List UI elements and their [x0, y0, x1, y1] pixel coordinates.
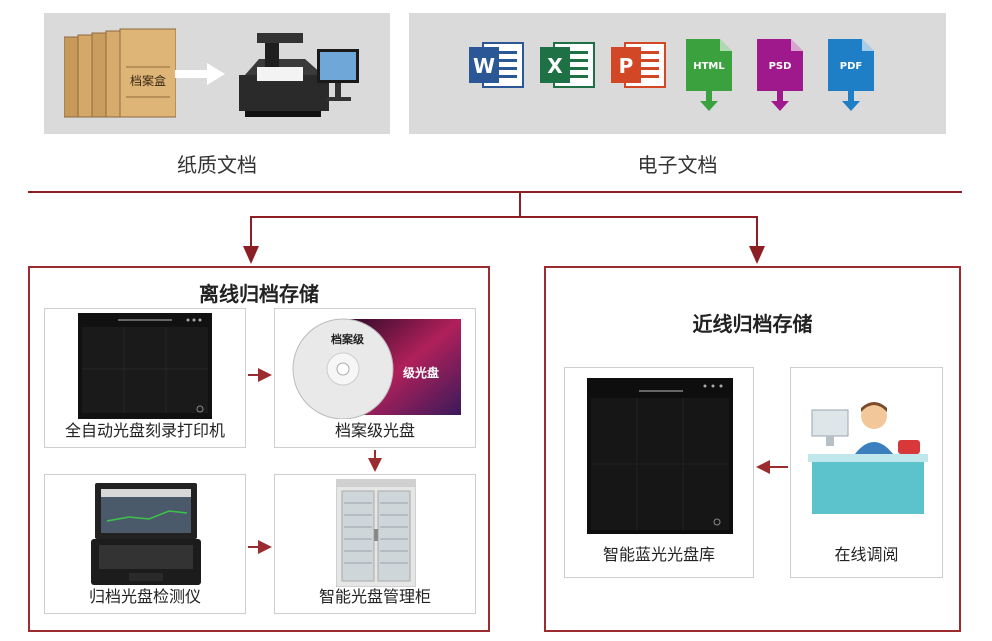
disc-printer-label: 全自动光盘刻录打印机 — [64, 421, 225, 440]
disc-case-text: 级光盘 — [403, 365, 439, 380]
word-icon: W — [469, 37, 525, 113]
disc-library-label: 智能蓝光光盘库 — [602, 545, 715, 564]
disc-detector-card: 归档光盘检测仪 — [44, 474, 246, 614]
html-icon-glyph: HTML — [693, 61, 725, 72]
disc-cabinet-image — [336, 479, 416, 587]
connector-left-down — [250, 216, 252, 250]
disc-label: 档案级 — [331, 332, 365, 346]
connector-vertical — [519, 193, 521, 217]
disc-cabinet-label: 智能光盘管理柜 — [318, 587, 431, 606]
arrow-left-icon — [756, 460, 788, 474]
archive-disc-card: 档案级 级光盘 档案级光盘 — [274, 308, 476, 448]
nearline-storage-group: 近线归档存储 智能蓝光光盘库 — [544, 266, 961, 632]
archive-folders-image: 档案盒 — [64, 27, 176, 119]
scanner-image — [235, 27, 365, 123]
pdf-icon-glyph: PDF — [840, 61, 862, 72]
archive-disc-label: 档案级光盘 — [334, 421, 415, 440]
pdf-icon: PDF — [824, 37, 880, 113]
arrow-down-icon — [368, 450, 382, 472]
online-access-label: 在线调阅 — [834, 545, 899, 564]
word-icon-glyph: W — [473, 54, 495, 78]
excel-icon-glyph: X — [547, 54, 563, 78]
operator-image — [808, 398, 928, 518]
file-icons-row: W X P HTML PSD PDF — [469, 37, 889, 123]
offline-storage-group: 离线归档存储 全自动光盘刻录打印机 — [28, 266, 490, 632]
electronic-docs-caption: 电子文档 — [637, 153, 718, 177]
disc-library-image — [587, 378, 733, 534]
archive-disc-image: 档案级 级光盘 — [291, 315, 461, 419]
disc-detector-label: 归档光盘检测仪 — [88, 587, 201, 606]
arrowhead-down-left-icon — [243, 246, 259, 264]
disc-printer-image — [78, 313, 212, 419]
white-arrow-icon — [175, 63, 225, 85]
arrow-right-icon — [248, 368, 272, 382]
electronic-docs-panel: W X P HTML PSD PDF — [409, 13, 946, 134]
offline-storage-title: 离线归档存储 — [199, 282, 319, 306]
psd-icon-glyph: PSD — [769, 61, 792, 72]
psd-icon: PSD — [753, 37, 809, 113]
disc-printer-card: 全自动光盘刻录打印机 — [44, 308, 246, 448]
folder-label: 档案盒 — [130, 73, 166, 88]
html-icon: HTML — [682, 37, 738, 113]
disc-library-card: 智能蓝光光盘库 — [564, 367, 754, 578]
connector-horizontal — [250, 216, 758, 218]
divider-line — [28, 191, 962, 193]
nearline-storage-title: 近线归档存储 — [692, 312, 813, 336]
online-access-card: 在线调阅 — [790, 367, 943, 578]
arrow-right-icon — [248, 540, 272, 554]
powerpoint-icon-glyph: P — [619, 54, 634, 78]
paper-docs-caption: 纸质文档 — [177, 153, 257, 177]
powerpoint-icon: P — [611, 37, 667, 113]
paper-docs-panel: 档案盒 — [44, 13, 390, 134]
arrowhead-down-right-icon — [749, 246, 765, 264]
excel-icon: X — [540, 37, 596, 113]
disc-detector-image — [89, 481, 203, 587]
disc-cabinet-card: 智能光盘管理柜 — [274, 474, 476, 614]
connector-right-down — [756, 216, 758, 250]
